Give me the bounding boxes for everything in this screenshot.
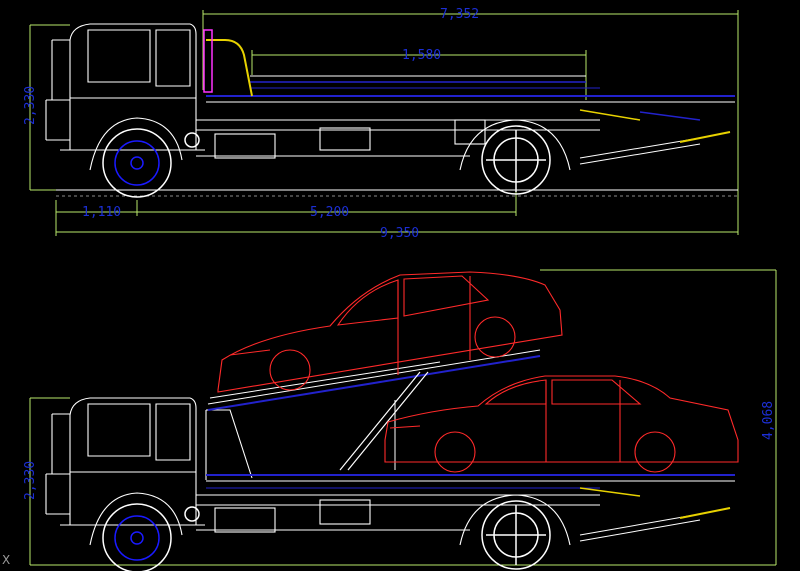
- lower-car: [384, 375, 739, 473]
- bottom-height-label: 2,330: [23, 461, 38, 500]
- top-bed: [203, 29, 735, 165]
- bottom-truck: [45, 397, 600, 546]
- top-overall-length-label: 7,352: [440, 7, 479, 22]
- bottom-wheels: [102, 500, 551, 571]
- top-bed-extension-label: 1,580: [402, 48, 441, 63]
- bottom-bed: [206, 349, 735, 542]
- top-front-overhang-label: 1,110: [82, 205, 121, 220]
- top-ground: [56, 189, 738, 197]
- top-wheelbase-label: 5,200: [310, 205, 349, 220]
- top-total-length-label: 9,350: [380, 226, 419, 241]
- top-wheels: [102, 125, 551, 198]
- bottom-loaded-height-label: 4,068: [761, 401, 776, 440]
- top-view: 7,352 1,580 2,330 1,110 5,200 9,350: [23, 7, 739, 241]
- ucs-icon: X: [2, 553, 11, 567]
- bottom-view: 2,330 4,068: [23, 269, 777, 571]
- top-height-label: 2,330: [23, 86, 38, 125]
- upper-car: [217, 271, 563, 393]
